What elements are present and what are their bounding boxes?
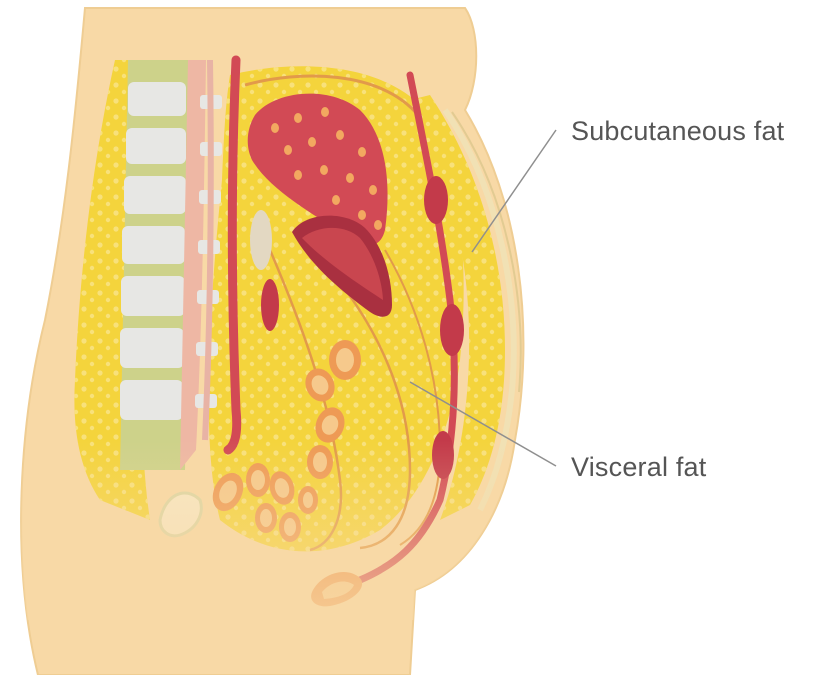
kidney — [250, 210, 272, 270]
visceral-fat-label: Visceral fat — [571, 454, 706, 481]
subcutaneous-fat-label: Subcutaneous fat — [571, 118, 784, 145]
small-organ — [261, 279, 279, 331]
